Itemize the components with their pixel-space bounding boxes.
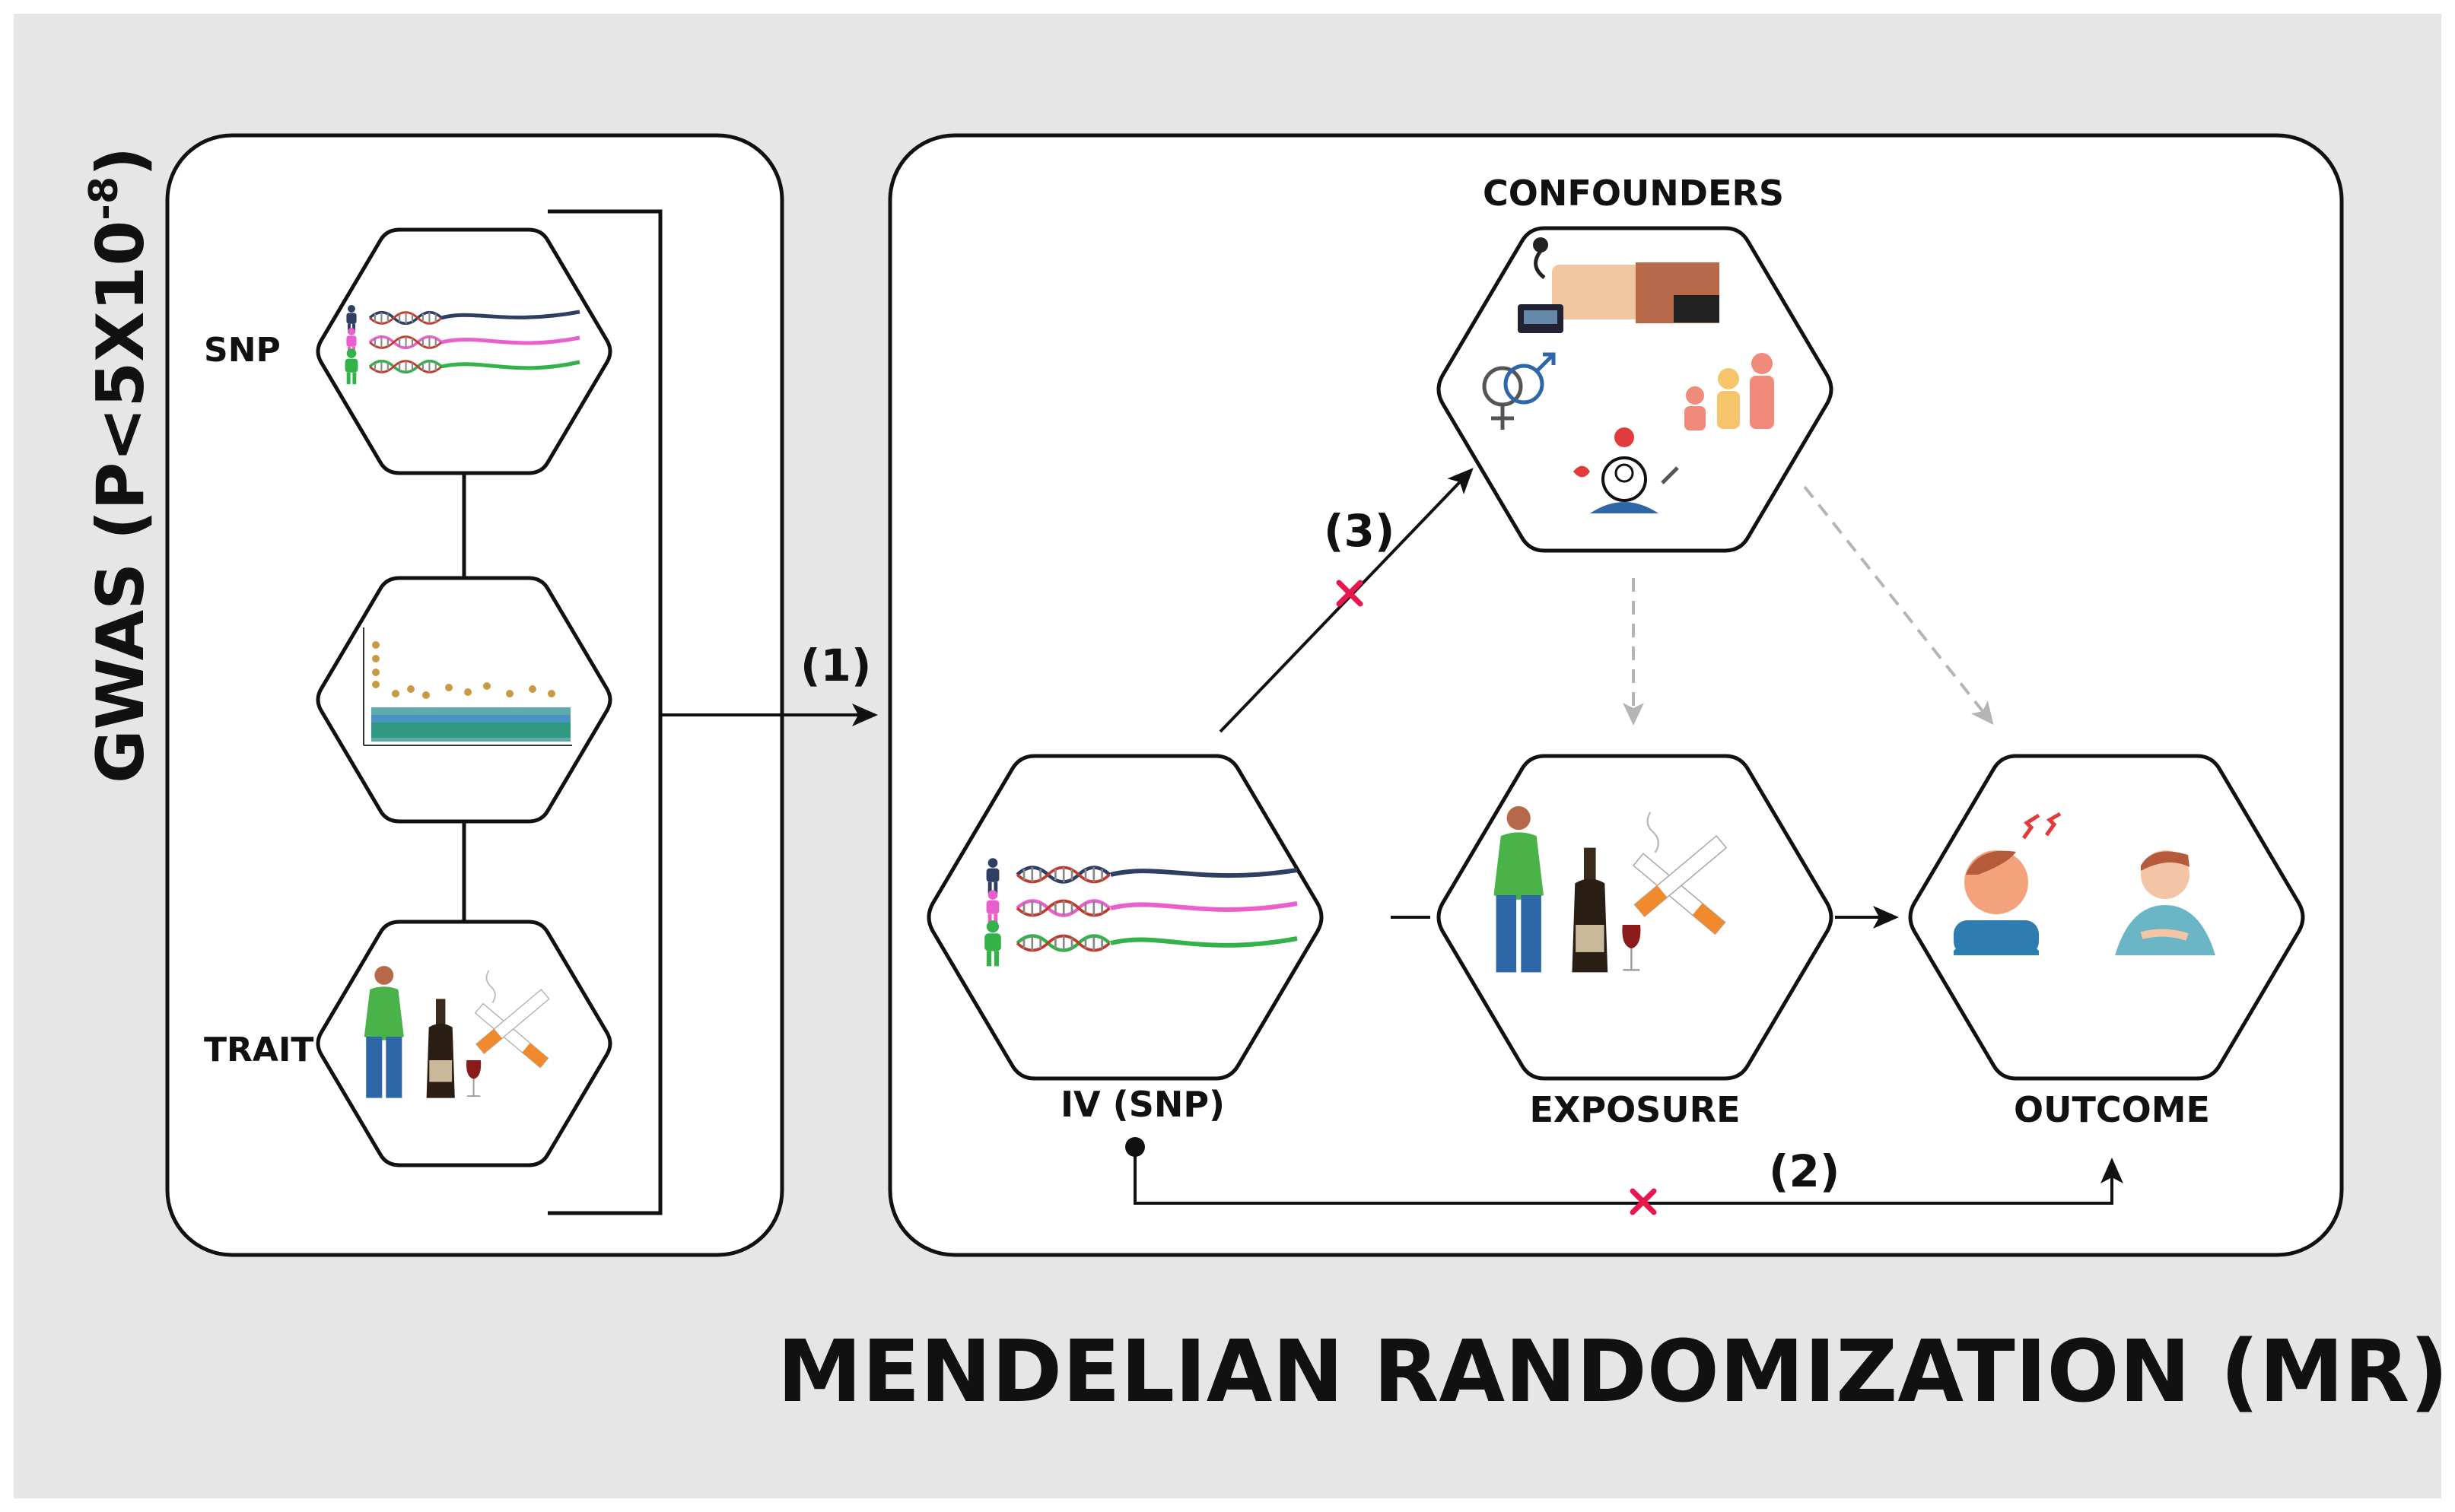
step-2-label: (2) — [1769, 1145, 1840, 1197]
step-3-label: (3) — [1324, 505, 1394, 557]
manhattan-plot-icon — [363, 627, 572, 746]
snp-dna-icon — [345, 304, 580, 385]
exposure-label: EXPOSURE — [1529, 1089, 1740, 1130]
gwas-side-label: GWAS (P<5X10-8) — [81, 147, 159, 783]
iv-snp-label: IV (SNP) — [1061, 1084, 1225, 1125]
cross-mark-3 — [1336, 580, 1363, 607]
iv-dna-icon — [984, 858, 1298, 967]
outcome-patients-icon — [1954, 812, 2215, 955]
dashed-confounders-to-outcome — [1803, 485, 1994, 726]
figure-title: MENDELIAN RANDOMIZATION (MR) — [778, 1323, 2449, 1421]
outcome-hexagon — [1908, 754, 2305, 1081]
snp-hexagon — [316, 227, 612, 475]
cross-mark-2 — [1630, 1188, 1657, 1215]
exposure-hexagon — [1436, 754, 1833, 1081]
trait-lifestyle-icon — [364, 966, 550, 1098]
arrow-iv-to-outcome — [1134, 1147, 2123, 1205]
step-1-label: (1) — [800, 640, 871, 691]
confounders-icon — [1482, 237, 1774, 513]
outcome-label: OUTCOME — [2014, 1089, 2210, 1130]
trait-label: TRAIT — [204, 1031, 313, 1069]
manhattan-hexagon — [316, 576, 612, 824]
confounders-hexagon — [1436, 226, 1833, 553]
exposure-lifestyle-icon — [1493, 806, 1728, 973]
gwas-bracket — [548, 209, 663, 1215]
confounders-label: CONFOUNDERS — [1483, 173, 1784, 214]
arrow-iv-to-confounders — [1219, 468, 1474, 733]
snp-label: SNP — [204, 331, 281, 370]
trait-hexagon — [316, 920, 612, 1167]
iv-snp-hexagon — [927, 754, 1324, 1081]
